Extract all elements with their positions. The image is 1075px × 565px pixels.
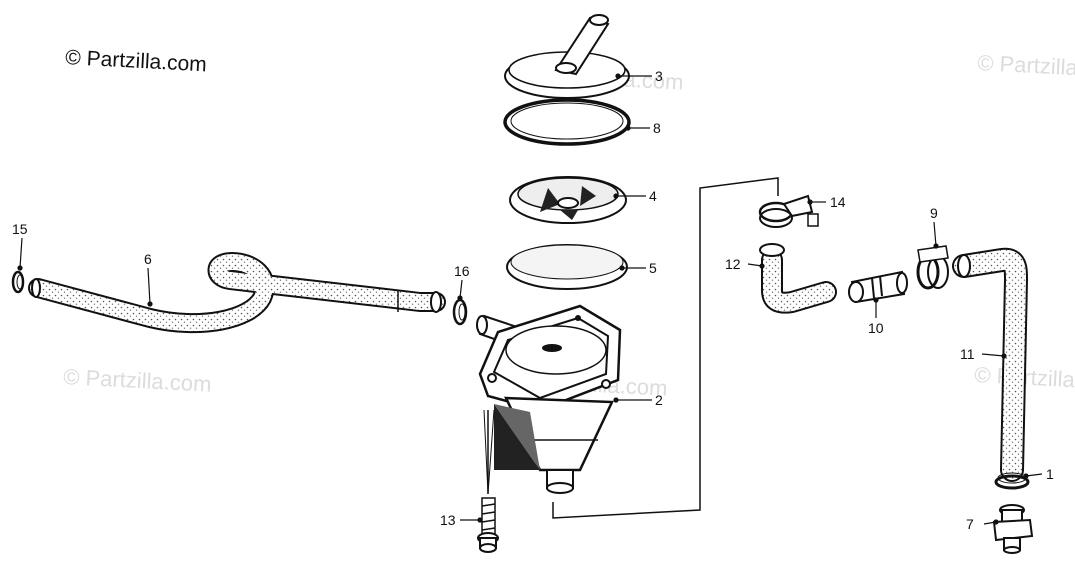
callout-12: 12 xyxy=(725,256,741,272)
callout-9: 9 xyxy=(930,205,938,221)
callout-11: 11 xyxy=(960,346,975,362)
callout-6: 6 xyxy=(144,251,152,267)
callout-13: 13 xyxy=(440,512,456,528)
disc-part-5 xyxy=(506,244,628,290)
callout-5: 5 xyxy=(649,260,657,276)
elbow-hose-part-12 xyxy=(759,243,837,314)
housing-part-2 xyxy=(476,304,622,494)
hose-part-6 xyxy=(28,252,446,334)
hose-part-11 xyxy=(952,247,1028,482)
bolt-part-13 xyxy=(477,409,499,553)
callout-3: 3 xyxy=(655,68,663,84)
leader-lines xyxy=(17,73,1043,525)
fitting-part-10 xyxy=(848,270,908,304)
callout-10: 10 xyxy=(868,320,884,336)
cap-part-3 xyxy=(504,14,630,99)
plate-part-4 xyxy=(509,176,627,224)
callout-16: 16 xyxy=(454,263,470,279)
clamp-part-15 xyxy=(11,270,25,294)
clamp-part-16 xyxy=(452,298,468,326)
callout-15: 15 xyxy=(12,221,28,237)
callout-7: 7 xyxy=(966,516,974,532)
o-ring-part-8 xyxy=(503,98,631,146)
callout-1: 1 xyxy=(1046,466,1054,482)
callout-2: 2 xyxy=(655,392,663,408)
routing-line xyxy=(552,177,779,519)
callout-14: 14 xyxy=(830,194,846,210)
clamp-part-9 xyxy=(916,245,949,290)
callout-4: 4 xyxy=(649,188,657,204)
callout-8: 8 xyxy=(653,120,661,136)
clip-part-14 xyxy=(758,194,819,228)
fitting-part-7 xyxy=(992,504,1034,554)
